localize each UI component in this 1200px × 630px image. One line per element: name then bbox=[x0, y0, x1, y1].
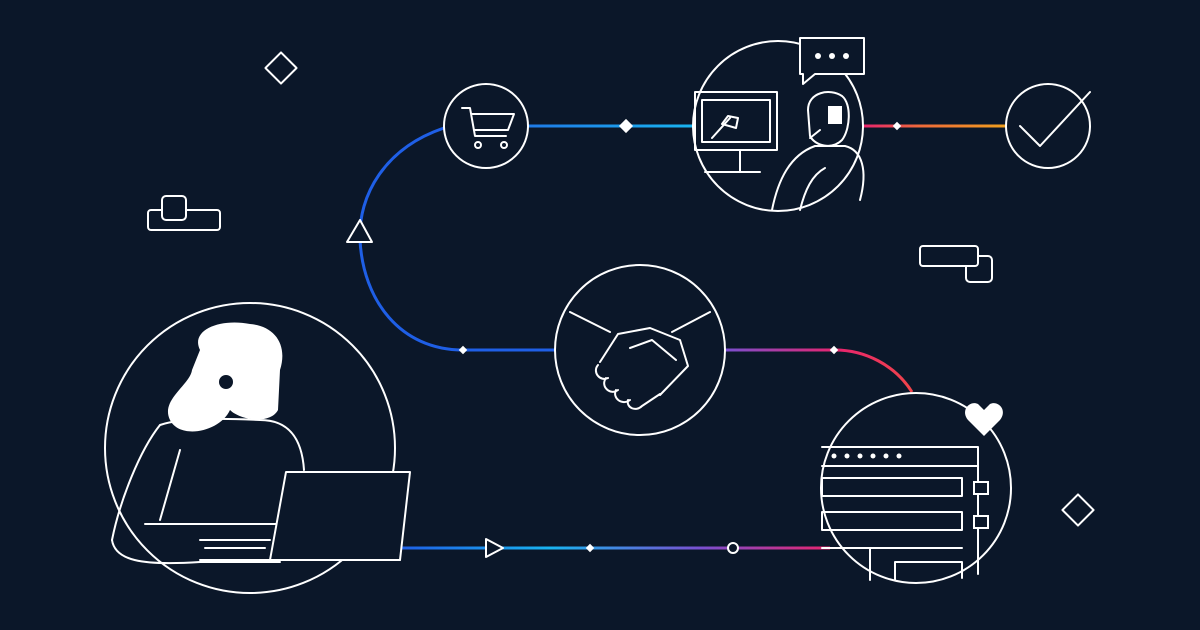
handshake-icon bbox=[554, 264, 726, 436]
play-triangle-icon bbox=[346, 219, 373, 243]
heart-icon bbox=[965, 403, 1003, 436]
diamond-icon bbox=[618, 118, 634, 134]
circle-marker bbox=[727, 542, 739, 554]
form-icon bbox=[820, 392, 1012, 584]
diamond-icon bbox=[585, 543, 595, 553]
diamond-icon bbox=[458, 345, 468, 355]
diamond-icon bbox=[264, 51, 298, 85]
diamond-icon bbox=[892, 121, 902, 131]
play-triangle-icon bbox=[485, 538, 504, 558]
journey-path bbox=[358, 124, 1006, 550]
decorative-blocks bbox=[919, 245, 993, 283]
diamond-icon bbox=[829, 345, 839, 355]
customer-support-icon bbox=[692, 40, 865, 212]
diamond-icon bbox=[1061, 493, 1095, 527]
chat-bubble-icon bbox=[799, 37, 865, 85]
woman-laptop-icon bbox=[104, 302, 411, 594]
checkmark-icon bbox=[1005, 83, 1091, 169]
shopping-cart-icon bbox=[443, 83, 529, 169]
decorative-blocks bbox=[147, 195, 221, 231]
